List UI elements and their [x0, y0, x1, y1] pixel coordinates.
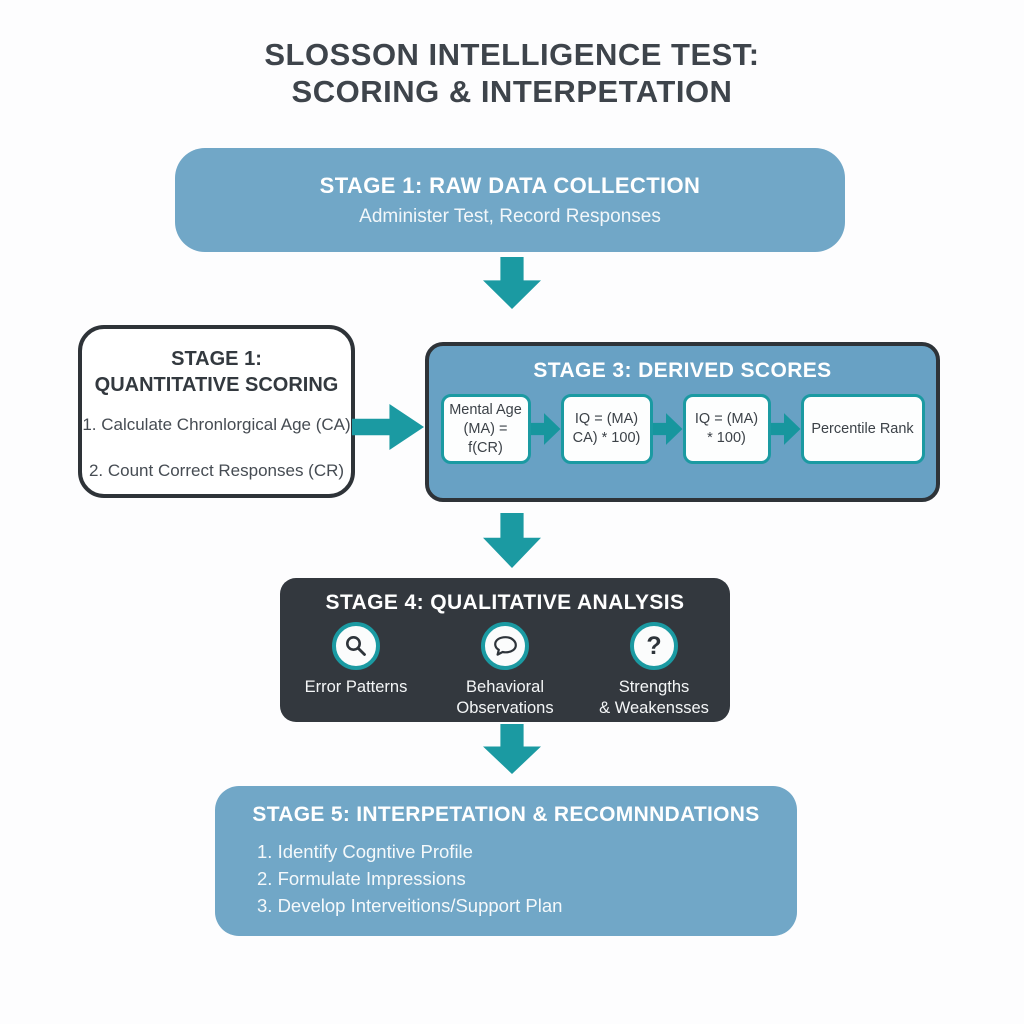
stage4-item-behavioral-observations: Behavioral Observations — [432, 622, 578, 719]
stage3-box3-line2: * 100) — [707, 430, 746, 446]
arrow-down-icon — [483, 513, 541, 568]
stage1-title: STAGE 1: RAW DATA COLLECTION — [319, 172, 701, 198]
stage4-icon-row: Error Patterns Behavioral Observations ?… — [280, 622, 730, 719]
stage4-label3-line2: & Weakensses — [599, 699, 709, 717]
stage2-step-1: 1. Calculate Chronlorgical Age (CA) — [82, 415, 351, 434]
stage2-title-line1: STAGE 1: — [171, 348, 262, 370]
stage3-flow-row: Mental Age (MA) = f(CR) IQ = (MA) CA) * … — [429, 394, 936, 464]
stage3-box-percentile-rank: Percentile Rank — [800, 394, 925, 464]
question-mark-glyph: ? — [646, 631, 662, 660]
stage3-box-iq-result: IQ = (MA) * 100) — [682, 394, 771, 464]
stage3-box-mental-age: Mental Age (MA) = f(CR) — [440, 394, 531, 464]
stage2-quantitative-scoring-box: STAGE 1: QUANTITATIVE SCORING 1. Calcula… — [78, 325, 355, 498]
stage5-interpretation-recommendations-box: STAGE 5: INTERPETATION & RECOMNNDATIONS … — [215, 786, 797, 936]
stage3-box-iq-formula: IQ = (MA) CA) * 100) — [560, 394, 653, 464]
stage3-box1-line2: (MA) = f(CR) — [463, 420, 508, 456]
stage2-step-list: 1. Calculate Chronlorgical Age (CA) 2. C… — [82, 414, 351, 482]
arrow-right-icon — [352, 404, 424, 450]
stage5-step-3: 3. Develop Interveitions/Support Plan — [257, 895, 563, 916]
stage3-title: STAGE 3: DERIVED SCORES — [533, 359, 832, 382]
arrow-right-icon — [530, 413, 561, 445]
question-mark-icon: ? — [630, 622, 678, 670]
stage2-step-2: 2. Count Correct Responses (CR) — [88, 461, 345, 480]
stage4-label-behavioral: Behavioral Observations — [456, 677, 553, 719]
stage5-step-1: 1. Identify Cogntive Profile — [257, 841, 473, 862]
stage4-label2-line1: Behavioral — [466, 678, 544, 696]
stage2-title: STAGE 1: QUANTITATIVE SCORING — [82, 346, 351, 398]
stage5-step-list: 1. Identify Cogntive Profile 2. Formulat… — [257, 838, 797, 919]
stage4-label1-line1: Error Patterns — [304, 678, 408, 696]
speech-bubble-icon — [481, 622, 529, 670]
arrow-down-icon — [483, 257, 541, 309]
stage1-raw-data-collection-box: STAGE 1: RAW DATA COLLECTION Administer … — [175, 148, 845, 252]
stage4-label-error-patterns: Error Patterns — [305, 677, 408, 698]
magnifier-icon — [332, 622, 380, 670]
stage4-item-error-patterns: Error Patterns — [283, 622, 429, 719]
stage4-title: STAGE 4: QUALITATIVE ANALYSIS — [325, 591, 685, 614]
stage1-subtitle: Administer Test, Record Responses — [359, 205, 661, 227]
page-title-line1: SLOSSON INTELLIGENCE TEST: — [264, 37, 760, 72]
page-title: SLOSSON INTELLIGENCE TEST: SCORING & INT… — [0, 36, 1024, 110]
stage3-box3-line1: IQ = (MA) — [694, 411, 759, 427]
stage3-box2-line2: CA) * 100) — [572, 430, 641, 446]
stage5-title: STAGE 5: INTERPETATION & RECOMNNDATIONS — [252, 803, 760, 826]
stage3-box1-line1: Mental Age — [449, 401, 522, 418]
arrow-right-icon — [770, 413, 801, 445]
stage3-derived-scores-box: STAGE 3: DERIVED SCORES Mental Age (MA) … — [425, 342, 940, 502]
arrow-right-icon — [652, 413, 683, 445]
stage2-title-line2: QUANTITATIVE SCORING — [94, 374, 339, 396]
stage5-step-2: 2. Formulate Impressions — [257, 868, 466, 889]
stage4-qualitative-analysis-box: STAGE 4: QUALITATIVE ANALYSIS Error Patt… — [280, 578, 730, 722]
arrow-down-icon — [483, 724, 541, 774]
stage4-label2-line2: Observations — [456, 699, 554, 717]
stage3-box2-line1: IQ = (MA) — [574, 411, 639, 427]
stage4-item-strengths-weaknesses: ? Strengths & Weakensses — [581, 622, 727, 719]
stage3-box4-line1: Percentile Rank — [811, 420, 914, 437]
page-title-line2: SCORING & INTERPETATION — [291, 74, 733, 109]
stage4-label-strengths: Strengths & Weakensses — [599, 677, 709, 719]
stage4-label3-line1: Strengths — [618, 678, 690, 696]
